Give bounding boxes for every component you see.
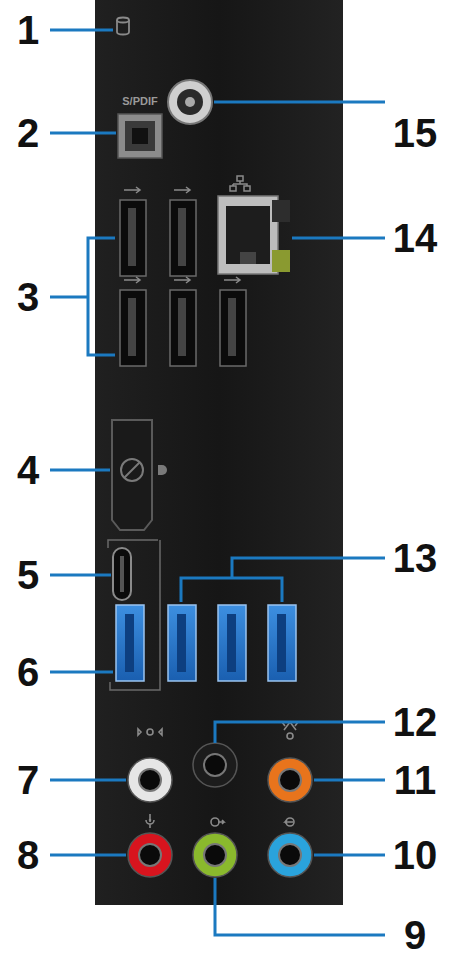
usb-tongue bbox=[178, 298, 186, 356]
usb-symbol bbox=[174, 187, 190, 193]
usb-tongue bbox=[128, 208, 136, 266]
callout-number: 3 bbox=[17, 277, 39, 317]
usb-tongue bbox=[178, 208, 186, 266]
usb-port bbox=[220, 290, 246, 366]
port-label: S/PDIF bbox=[122, 96, 157, 107]
usb-tongue bbox=[277, 614, 286, 672]
usb-symbol bbox=[224, 277, 240, 283]
audio-jack bbox=[193, 743, 237, 787]
usb-port bbox=[120, 290, 146, 366]
usb-port bbox=[170, 290, 196, 366]
jack-hole bbox=[279, 844, 301, 866]
usb-tongue bbox=[177, 614, 186, 672]
usb-symbol bbox=[174, 277, 190, 283]
usb-symbol bbox=[124, 277, 140, 283]
callout-number: 5 bbox=[17, 555, 39, 595]
callout-number: 12 bbox=[393, 702, 438, 742]
audio-jack bbox=[268, 833, 312, 877]
callout-number: 9 bbox=[404, 915, 426, 955]
callout-number: 14 bbox=[393, 218, 438, 258]
usb-tongue bbox=[227, 614, 236, 672]
callout-number: 4 bbox=[17, 450, 39, 490]
callout-number: 2 bbox=[17, 113, 39, 153]
jack-hole bbox=[204, 844, 226, 866]
usb-tongue bbox=[128, 298, 136, 356]
callout-number: 10 bbox=[393, 835, 438, 875]
callout-number: 8 bbox=[17, 835, 39, 875]
callout-number: 1 bbox=[17, 10, 39, 50]
callout-number: 6 bbox=[17, 652, 39, 692]
usb-port bbox=[170, 200, 196, 276]
jack-hole bbox=[139, 769, 161, 791]
callout-number: 7 bbox=[17, 760, 39, 800]
jack-hole bbox=[139, 844, 161, 866]
usb3-port bbox=[218, 605, 246, 681]
usb3-port bbox=[116, 605, 144, 681]
callout-number: 11 bbox=[394, 760, 436, 800]
usb-tongue bbox=[228, 298, 236, 356]
usb3-port bbox=[268, 605, 296, 681]
audio-jack bbox=[268, 758, 312, 802]
jack-hole bbox=[204, 754, 226, 776]
usb-port bbox=[120, 200, 146, 276]
usb-symbol bbox=[124, 187, 140, 193]
jack-hole bbox=[279, 769, 301, 791]
usb3-port bbox=[168, 605, 196, 681]
callout-number: 13 bbox=[393, 538, 438, 578]
audio-jack bbox=[128, 758, 172, 802]
usb-tongue bbox=[125, 614, 134, 672]
callout-number: 15 bbox=[393, 113, 438, 153]
audio-jack bbox=[193, 833, 237, 877]
audio-jack bbox=[128, 833, 172, 877]
